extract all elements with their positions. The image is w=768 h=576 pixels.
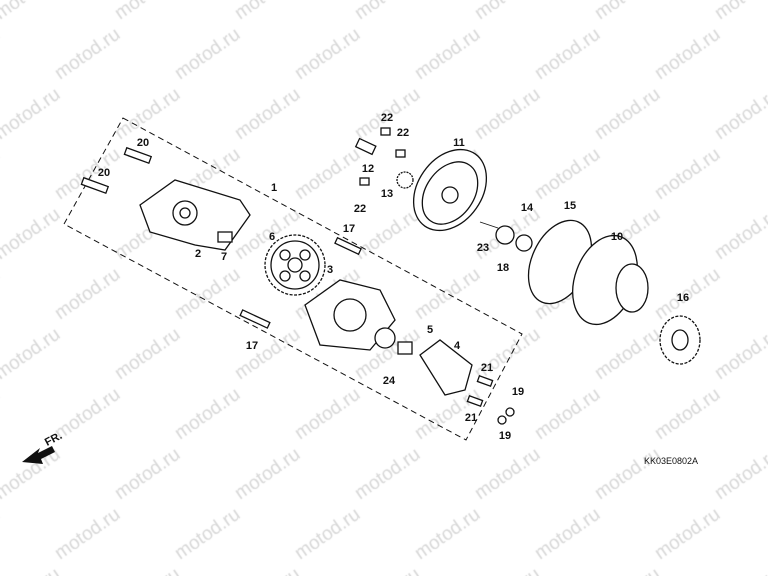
direction-label: FR. xyxy=(43,430,64,449)
part-7 xyxy=(217,231,233,243)
part-ring-19b xyxy=(497,415,507,425)
part-bolt-21b xyxy=(466,394,484,408)
part-washer-14 xyxy=(515,234,533,252)
label-20: 20 xyxy=(98,167,110,179)
part-bolt-17a xyxy=(334,236,362,256)
part-spring-13 xyxy=(396,171,414,189)
part-housing-10 xyxy=(572,234,649,326)
diagram-code: KK03E0802A xyxy=(644,456,698,466)
part-clutch-11 xyxy=(412,148,488,232)
label-22: 22 xyxy=(397,127,409,139)
part-bolt-22a xyxy=(380,127,391,136)
assembly-frame xyxy=(63,117,523,441)
part-cover-2 xyxy=(139,179,251,251)
part-sprocket-6 xyxy=(264,234,326,296)
label-11: 11 xyxy=(453,137,465,149)
label-18: 18 xyxy=(497,262,509,274)
label-17: 17 xyxy=(343,223,355,235)
label-13: 13 xyxy=(381,188,393,200)
label-21: 21 xyxy=(465,412,477,424)
part-bolt-20a xyxy=(123,146,153,165)
label-21: 21 xyxy=(481,362,493,374)
label-5: 5 xyxy=(427,324,433,336)
label-17: 17 xyxy=(246,340,258,352)
label-4: 4 xyxy=(454,340,461,352)
label-22: 22 xyxy=(381,112,393,124)
part-plate-4 xyxy=(419,339,473,396)
label-7: 7 xyxy=(221,251,227,263)
part-24 xyxy=(374,327,396,349)
front-direction-arrow: FR. xyxy=(22,430,64,464)
part-gear-16 xyxy=(659,315,701,365)
part-nut-18 xyxy=(495,225,515,245)
label-19: 19 xyxy=(512,386,524,398)
label-23: 23 xyxy=(477,242,489,254)
part-bolt-20b xyxy=(80,176,110,195)
part-bolt-22c xyxy=(359,177,370,186)
label-15: 15 xyxy=(564,200,576,212)
label-16: 16 xyxy=(677,292,689,304)
part-pin-23 xyxy=(479,221,499,229)
label-24: 24 xyxy=(383,375,396,387)
part-housing-3 xyxy=(304,279,396,351)
label-3: 3 xyxy=(327,264,333,276)
part-5 xyxy=(397,341,413,355)
label-10: 10 xyxy=(611,231,623,243)
label-12: 12 xyxy=(362,163,374,175)
label-6: 6 xyxy=(269,231,275,243)
label-20: 20 xyxy=(137,137,149,149)
part-ring-19a xyxy=(505,407,515,417)
label-1: 1 xyxy=(271,182,277,194)
part-bolt-12 xyxy=(354,137,377,156)
part-bolt-22b xyxy=(395,149,406,158)
label-14: 14 xyxy=(521,202,534,214)
part-bolt-21a xyxy=(476,374,494,388)
part-bolt-17b xyxy=(239,309,271,329)
label-22: 22 xyxy=(354,203,366,215)
label-19: 19 xyxy=(499,430,511,442)
label-2: 2 xyxy=(195,248,201,260)
